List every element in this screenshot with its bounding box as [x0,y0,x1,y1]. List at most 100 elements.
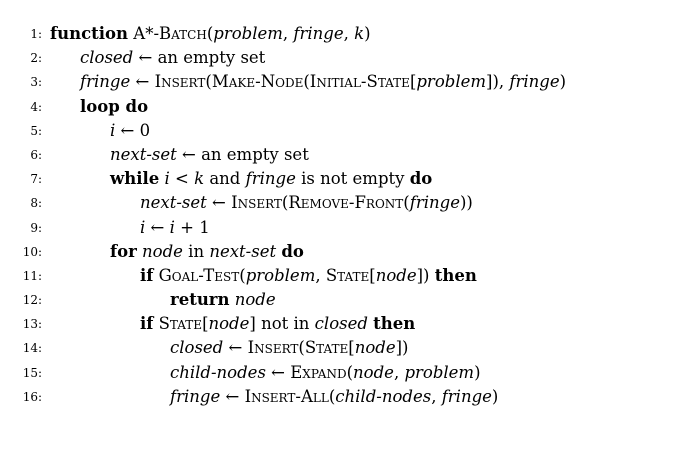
variable: i [164,169,170,189]
variable: k [194,169,205,189]
variable: fringe [245,169,296,189]
algorithm-listing: 1:function A*-Batch(problem, fringe, k)2… [0,22,700,409]
line-code: i ← i + 1 [140,216,210,240]
keyword: function [50,24,129,43]
procedure-name: Expand [290,362,347,382]
variable: child-nodes [335,386,432,406]
line-number: 4: [30,99,42,114]
keyword: then [434,265,477,285]
code-text: )) [459,193,473,213]
line-number: 12: [22,293,42,308]
keyword: while [110,169,160,189]
code-line: 2: closed ← an empty set [0,46,700,70]
code-text: ( [281,193,289,213]
variable: node [375,265,417,285]
code-text: [ [202,314,209,334]
procedure-name: Make-Node [211,72,304,92]
line-number: 13: [22,317,42,332]
code-text: [ [348,338,355,358]
line-code: child-nodes ← Expand(node, problem) [170,361,481,385]
line-code: return node [170,288,276,312]
code-text: ) [559,72,567,92]
line-number: 7: [30,172,42,187]
variable: node [353,362,394,382]
code-line: 7:while i < k and fringe is not empty do [0,167,700,191]
line-code: next-set ← Insert(Remove-Front(fringe)) [140,191,473,215]
code-text: ( [403,193,410,213]
code-line: 13:if State[node] not in closed then [0,312,700,336]
code-text: ) [491,386,499,406]
line-number: 1: [30,27,42,41]
line-code: closed ← Insert(State[node]) [170,336,408,360]
code-text: A*- [128,24,160,43]
keyword: then [373,314,416,334]
line-code: i ← 0 [110,119,150,143]
code-text: ( [239,265,246,285]
code-text: is not empty [295,169,410,189]
code-line: 3:fringe ← Insert(Make-Node(Initial-Stat… [0,70,700,94]
code-text: ) [364,24,371,43]
variable: next-set [110,144,177,164]
line-code: loop do [80,95,148,119]
code-text: , [282,24,294,43]
variable: closed [80,48,134,68]
code-text: ( [328,386,336,406]
keyword: return [170,290,230,310]
line-number: 8: [30,196,42,211]
code-line: 9: i ← i + 1 [0,216,700,240]
keyword: if [140,314,154,334]
line-code: next-set ← an empty set [110,143,309,167]
line-code: if Goal-Test(problem, State[node]) then [140,264,477,288]
code-text: in [182,241,210,261]
code-line: 4: loop do [0,95,700,119]
code-text: ← [145,217,170,237]
variable: fringe [509,72,560,92]
line-code: fringe ← Insert(Make-Node(Initial-State[… [80,70,566,94]
variable: child-nodes [170,362,266,382]
line-code: fringe ← Insert-All(child-nodes, fringe) [170,385,498,409]
variable: problem [416,72,487,92]
procedure-name: State [325,265,370,285]
code-text: ( [298,338,305,358]
procedure-name: Insert [154,72,206,92]
code-text: ← [223,338,248,358]
line-code: closed ← an empty set [80,46,265,70]
code-text: , [315,265,326,285]
code-text: , [393,362,405,382]
code-text: ( [303,72,310,92]
code-line: 5:i ← 0 [0,119,700,143]
code-line: 14:closed ← Insert(State[node]) [0,336,700,360]
code-text: ← [130,72,155,92]
code-line: 6: next-set ← an empty set [0,143,700,167]
variable: closed [170,338,224,358]
variable: problem [245,265,316,285]
variable: problem [404,362,475,382]
procedure-name: State [304,338,349,358]
code-text: ← [206,193,232,213]
line-number: 9: [30,220,42,235]
variable: i [110,120,116,140]
variable: node [234,290,276,310]
variable: fringe [80,72,131,92]
variable: fringe [170,386,221,406]
code-text: ] not in [249,314,315,334]
code-text: , [431,386,442,406]
code-text: and [204,169,246,189]
code-line: 16:fringe ← Insert-All(child-nodes, frin… [0,385,700,409]
procedure-name: Remove-Front [288,193,404,213]
variable: fringe [409,193,460,213]
variable: i [169,217,175,237]
keyword: for [110,241,137,261]
code-line: 1:function A*-Batch(problem, fringe, k) [0,22,700,46]
procedure-name: Insert [247,338,299,358]
line-number: 10: [22,244,42,259]
code-line: 12: return node [0,288,700,312]
code-line: 11:if Goal-Test(problem, State[node]) th… [0,264,700,288]
code-text: ) [474,362,481,382]
line-number: 6: [30,147,42,162]
keyword: do [281,241,304,261]
code-text: ( [205,72,212,92]
procedure-name: Insert-All [244,386,329,406]
line-number: 2: [30,51,42,66]
variable: node [354,338,396,358]
